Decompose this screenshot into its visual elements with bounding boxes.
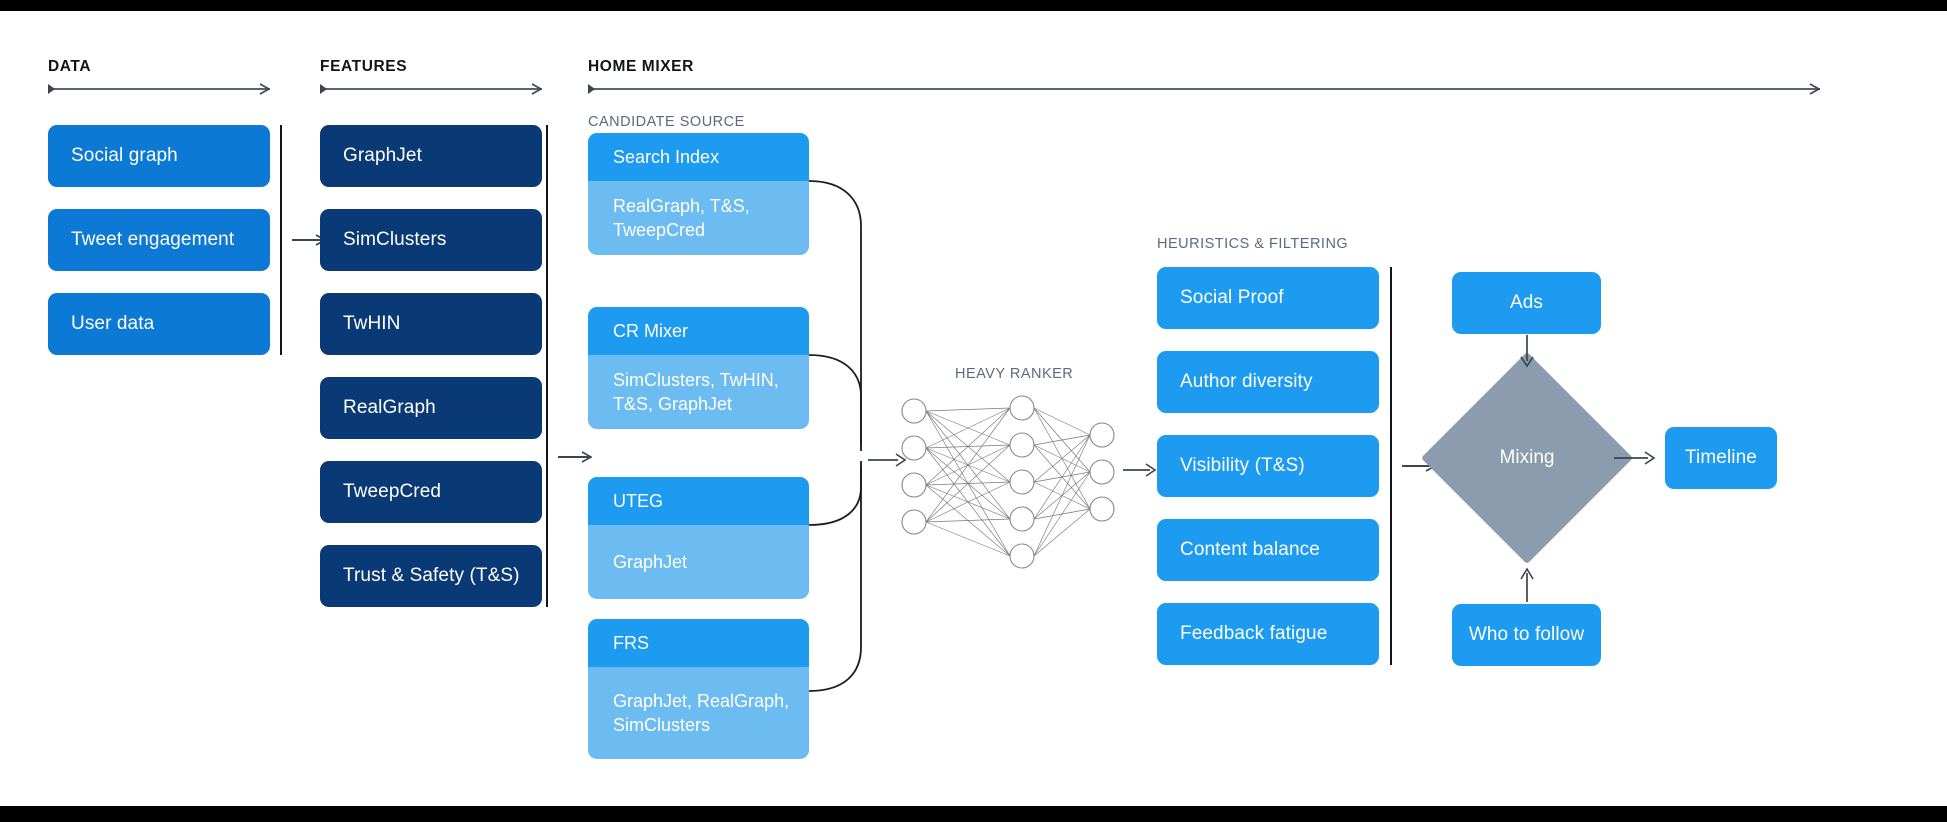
box-label: GraphJet <box>343 145 422 166</box>
home-mixer-axis-arrow <box>588 83 1820 95</box>
neural-network-nodes <box>901 395 1115 569</box>
mixing-label: Mixing <box>1499 447 1555 468</box>
arrow-line <box>1402 465 1435 467</box>
arrow-line <box>558 456 591 458</box>
candidate-source-title: UTEG <box>588 477 809 525</box>
candidate-source-detail: GraphJet, RealGraph, SimClusters <box>588 667 809 759</box>
bottom-letterbox-bar <box>0 806 1947 822</box>
top-letterbox-bar <box>0 0 1947 11</box>
feature-box-graphjet[interactable]: GraphJet <box>320 125 542 187</box>
heuristic-box-feedback-fatigue[interactable]: Feedback fatigue <box>1157 603 1379 665</box>
box-label: Timeline <box>1685 447 1757 468</box>
candidate-source-detail: GraphJet <box>588 525 809 599</box>
box-label: TwHIN <box>343 313 401 334</box>
arrow-features-to-candidate-source <box>558 451 592 463</box>
candidate-source-search-index[interactable]: Search Index RealGraph, T&S, TweepCred <box>588 133 809 255</box>
feature-box-realgraph[interactable]: RealGraph <box>320 377 542 439</box>
candidate-source-merge-connectors <box>808 180 862 692</box>
connector-overlay <box>808 180 1656 692</box>
neural-network-edges <box>925 407 1091 557</box>
box-label: TweepCred <box>343 481 442 502</box>
heavy-ranker-label: HEAVY RANKER <box>955 366 1074 382</box>
axis-tail-marker <box>588 84 595 94</box>
box-label: User data <box>71 313 155 334</box>
heuristic-box-visibility[interactable]: Visibility (T&S) <box>1157 435 1379 497</box>
axis-line <box>48 88 270 90</box>
heuristic-box-author-diversity[interactable]: Author diversity <box>1157 351 1379 413</box>
axis-arrowhead-icon <box>259 83 270 95</box>
feature-box-tweepcred[interactable]: TweepCred <box>320 461 542 523</box>
heuristic-box-social-proof[interactable]: Social Proof <box>1157 267 1379 329</box>
axis-line <box>320 88 542 90</box>
box-label: Visibility (T&S) <box>1180 455 1305 476</box>
data-box-user-data[interactable]: User data <box>48 293 270 355</box>
axis-arrowhead-icon <box>531 83 542 95</box>
subheading-candidate-source: CANDIDATE SOURCE <box>588 114 745 130</box>
arrow-line <box>292 239 325 241</box>
heuristic-box-content-balance[interactable]: Content balance <box>1157 519 1379 581</box>
box-label: Social graph <box>71 145 178 166</box>
who-to-follow-box[interactable]: Who to follow <box>1452 604 1601 666</box>
subheading-heuristics-filtering: HEURISTICS & FILTERING <box>1157 236 1349 252</box>
box-label: Social Proof <box>1180 287 1284 308</box>
section-heading-features: FEATURES <box>320 58 408 75</box>
divider-heuristics-mixing <box>1390 267 1392 665</box>
features-axis-arrow <box>320 83 542 95</box>
flow-diagram: DATA FEATURES HOME MIXER CANDIDATE SOURC… <box>0 11 1947 806</box>
box-label: Ads <box>1509 292 1544 313</box>
data-axis-arrow <box>48 83 270 95</box>
candidate-source-detail: RealGraph, T&S, TweepCred <box>588 181 809 255</box>
candidate-source-title: FRS <box>588 619 809 667</box>
section-heading-data: DATA <box>48 58 92 75</box>
axis-arrowhead-icon <box>1809 83 1820 95</box>
box-label: Content balance <box>1180 539 1320 560</box>
box-label: Trust & Safety (T&S) <box>343 565 520 586</box>
section-heading-home-mixer: HOME MIXER <box>588 58 694 75</box>
box-label: Tweet engagement <box>71 229 235 250</box>
feature-box-twhin[interactable]: TwHIN <box>320 293 542 355</box>
candidate-source-title: CR Mixer <box>588 307 809 355</box>
timeline-box[interactable]: Timeline <box>1665 427 1777 489</box>
arrowhead-icon <box>581 451 592 463</box>
feature-box-simclusters[interactable]: SimClusters <box>320 209 542 271</box>
data-box-tweet-engagement[interactable]: Tweet engagement <box>48 209 270 271</box>
candidate-source-uteg[interactable]: UTEG GraphJet <box>588 477 809 599</box>
axis-tail-marker <box>48 84 55 94</box>
candidate-source-detail: SimClusters, TwHIN, T&S, GraphJet <box>588 355 809 429</box>
box-label: SimClusters <box>343 229 447 250</box>
divider-data-features <box>280 125 282 355</box>
box-label: RealGraph <box>343 397 436 418</box>
axis-tail-marker <box>320 84 327 94</box>
candidate-source-frs[interactable]: FRS GraphJet, RealGraph, SimClusters <box>588 619 809 759</box>
box-label: Who to follow <box>1468 624 1585 645</box>
data-box-social-graph[interactable]: Social graph <box>48 125 270 187</box>
box-label: Feedback fatigue <box>1180 623 1328 644</box>
arrow-ranker-to-heuristics <box>1123 463 1157 477</box>
divider-features-home-mixer <box>546 125 548 607</box>
candidate-source-cr-mixer[interactable]: CR Mixer SimClusters, TwHIN, T&S, GraphJ… <box>588 307 809 429</box>
arrow-candidate-source-to-ranker <box>868 453 907 467</box>
box-label: Author diversity <box>1180 371 1313 392</box>
arrow-who-to-follow-to-mixing <box>1520 567 1534 602</box>
axis-line <box>588 88 1820 90</box>
feature-box-trust-and-safety[interactable]: Trust & Safety (T&S) <box>320 545 542 607</box>
candidate-source-title: Search Index <box>588 133 809 181</box>
ads-box[interactable]: Ads <box>1452 272 1601 334</box>
